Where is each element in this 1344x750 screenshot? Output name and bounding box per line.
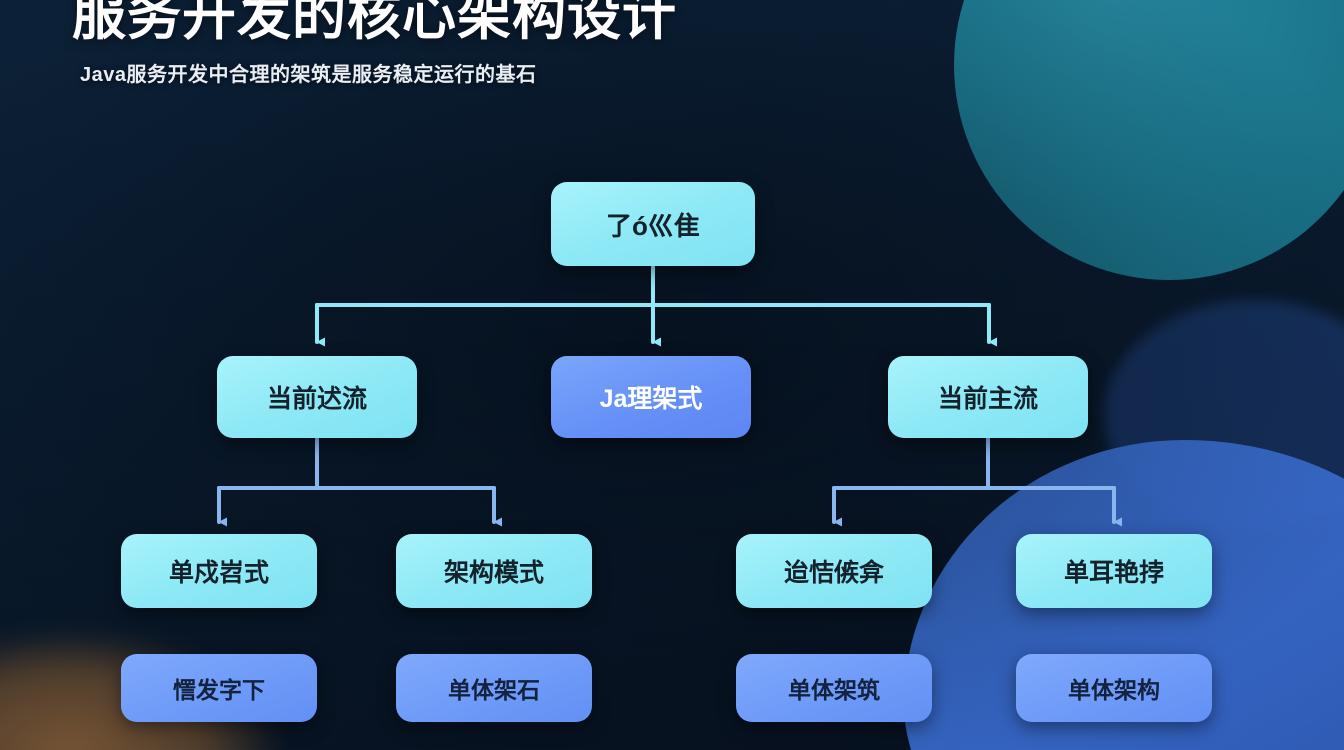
node-label: 单体架石: [448, 677, 540, 703]
diagram-node-root[interactable]: 了ó巛隹: [551, 182, 755, 266]
diagram-node-level2-1[interactable]: 当前迖流: [217, 356, 417, 438]
node-label: 迨恄㑵弇: [783, 559, 884, 587]
diagram-node-level4-3[interactable]: 单体架筑: [736, 654, 932, 722]
node-label: 架构模式: [443, 559, 544, 587]
node-label: 单耳艳挬: [1063, 559, 1164, 587]
diagram-node-level2-2[interactable]: Ja理架式: [551, 356, 751, 438]
node-label: 单戍岧式: [168, 559, 269, 587]
node-label: 单体架构: [1068, 677, 1160, 703]
diagram-node-level3-2[interactable]: 架构模式: [396, 534, 592, 608]
node-label: 当前迖流: [266, 385, 367, 413]
diagram-node-level3-3[interactable]: 迨恄㑵弇: [736, 534, 932, 608]
diagram-node-level4-1[interactable]: 㦒发字下: [121, 654, 317, 722]
node-label: 㦒发字下: [173, 677, 265, 703]
header: 服务开发的核心架构设计 Java服务开发中合理的架筑是服务稳定运行的基石: [72, 0, 677, 87]
diagram-node-level3-1[interactable]: 单戍岧式: [121, 534, 317, 608]
diagram-node-level4-4[interactable]: 单体架构: [1016, 654, 1212, 722]
page-title: 服务开发的核心架构设计: [72, 0, 677, 46]
node-label: 当前主流: [937, 385, 1038, 413]
diagram-node-level4-2[interactable]: 单体架石: [396, 654, 592, 722]
diagram-node-level3-4[interactable]: 单耳艳挬: [1016, 534, 1212, 608]
node-label: 单体架筑: [788, 677, 880, 703]
node-label: 了ó巛隹: [606, 210, 700, 241]
diagram-node-level2-3[interactable]: 当前主流: [888, 356, 1088, 438]
page-subtitle: Java服务开发中合理的架筑是服务稳定运行的基石: [80, 64, 537, 87]
node-label: Ja理架式: [599, 385, 703, 413]
